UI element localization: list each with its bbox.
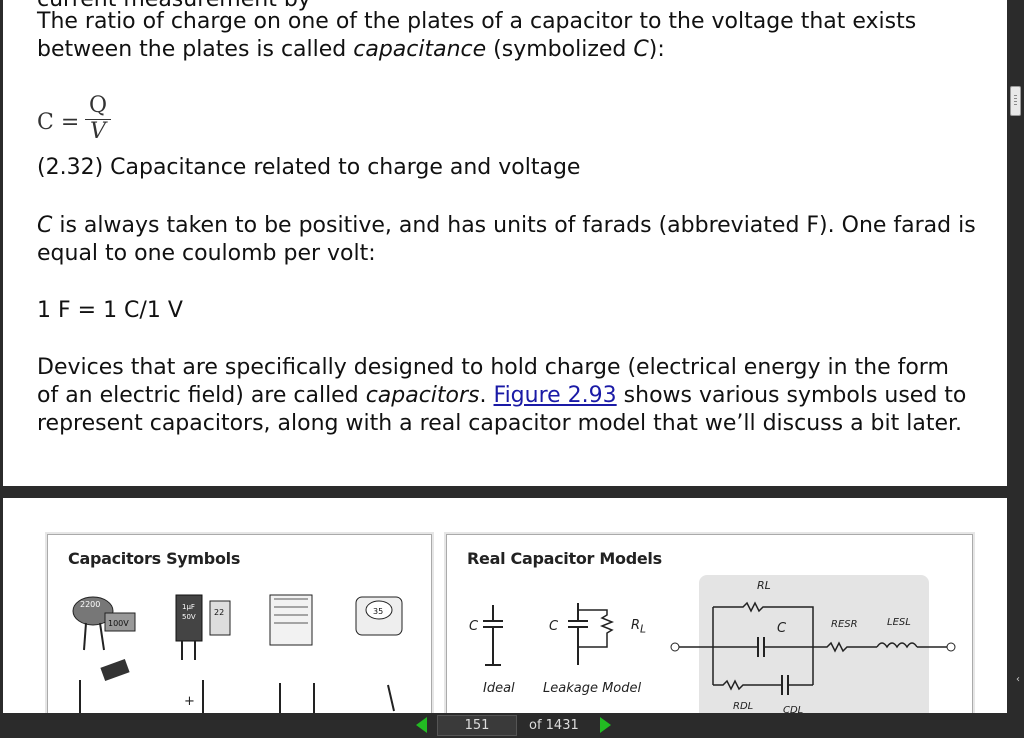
total-pages-label: of 1431 <box>529 718 579 733</box>
part-marking: 2200 <box>80 600 100 609</box>
para1-line2: between the plates is called capacitance… <box>37 36 916 64</box>
label-c-ideal: C <box>469 619 479 634</box>
unit-equation: 1 F = 1 C/1 V <box>37 298 183 323</box>
text-span: (symbolized <box>486 37 634 62</box>
triangle-left-icon[interactable] <box>416 717 427 733</box>
paragraph-capacitance-definition: The ratio of charge on one of the plates… <box>37 8 916 64</box>
clipped-text-line: current measurement by <box>37 0 311 14</box>
label-resr: RESR <box>831 619 858 630</box>
symbol-c: C <box>633 37 649 62</box>
symbol-c: C <box>37 213 53 238</box>
label-rl: RL <box>631 618 646 636</box>
equation-caption: (2.32) Capacitance related to charge and… <box>37 155 581 180</box>
capacitor-parts-illustration: 2200 100V 1µF 50V 22 35 <box>72 594 403 713</box>
vertical-scrollbar[interactable]: ‹ <box>1007 0 1024 713</box>
page-navigation-bar: of 1431 <box>0 713 1024 738</box>
formula-lhs: C = <box>37 110 80 135</box>
formula-fraction: Q V <box>85 94 111 143</box>
part-marking: 22 <box>214 608 224 617</box>
figure-link[interactable]: Figure 2.93 <box>493 383 617 408</box>
para2-line1: C is always taken to be positive, and ha… <box>37 212 976 240</box>
label-r-sub: L <box>640 622 647 636</box>
figure-panel-symbols: Capacitors Symbols 2200 100V 1µF 50V 22 … <box>47 534 432 713</box>
para3-line1: Devices that are specifically designed t… <box>37 355 949 380</box>
formula-denominator: V <box>90 119 106 144</box>
label-leakage-model: Leakage Model <box>543 681 642 696</box>
part-marking: 50V <box>182 613 196 621</box>
triangle-right-icon[interactable] <box>600 717 611 733</box>
part-marking: 100V <box>108 619 129 628</box>
text-span: ): <box>648 37 665 62</box>
para1-line1: The ratio of charge on one of the plates… <box>37 9 917 34</box>
label-rdl: RDL <box>733 701 754 712</box>
part-marking: 35 <box>373 607 383 616</box>
label-c-model: C <box>777 621 787 636</box>
panel-symbols-title: Capacitors Symbols <box>68 549 241 568</box>
para3-line3: represent capacitors, along with a real … <box>37 411 963 436</box>
figure-panel-models: Real Capacitor Models <box>446 534 973 713</box>
para2-line2: equal to one coulomb per volt: <box>37 241 376 266</box>
chevron-down-icon[interactable]: ‹ <box>1016 674 1020 685</box>
label-cdl: CDL <box>783 705 804 713</box>
page-gap <box>3 486 1007 498</box>
label-r: R <box>631 618 641 633</box>
scrollbar-thumb[interactable] <box>1010 86 1021 116</box>
svg-text:+: + <box>184 694 195 709</box>
part-marking: 1µF <box>182 603 195 611</box>
label-rl-top: RL <box>757 579 771 592</box>
formula-numerator: Q <box>88 93 108 118</box>
panel-models-title: Real Capacitor Models <box>467 549 662 568</box>
label-lesl: LESL <box>887 617 911 628</box>
label-ideal: Ideal <box>483 681 515 696</box>
text-span: . <box>479 383 494 408</box>
paragraph-farads: C is always taken to be positive, and ha… <box>37 212 976 268</box>
document-page-2: Capacitors Symbols 2200 100V 1µF 50V 22 … <box>3 498 1007 713</box>
text-span: of an electric field) are called <box>37 383 366 408</box>
term-capacitance: capacitance <box>353 37 487 62</box>
label-c-leakage: C <box>549 619 559 634</box>
text-span: shows various symbols used to <box>616 383 967 408</box>
text-span: is always taken to be positive, and has … <box>52 213 976 238</box>
page-number-input[interactable] <box>437 715 517 736</box>
text-span: between the plates is called <box>37 37 354 62</box>
term-capacitors: capacitors <box>365 383 480 408</box>
fraction-bar <box>85 119 111 120</box>
document-page: current measurement by The ratio of char… <box>3 0 1007 486</box>
paragraph-capacitors: Devices that are specifically designed t… <box>37 354 966 438</box>
para3-line2: of an electric field) are called capacit… <box>37 382 966 410</box>
capacitor-model-circuits <box>483 601 956 695</box>
